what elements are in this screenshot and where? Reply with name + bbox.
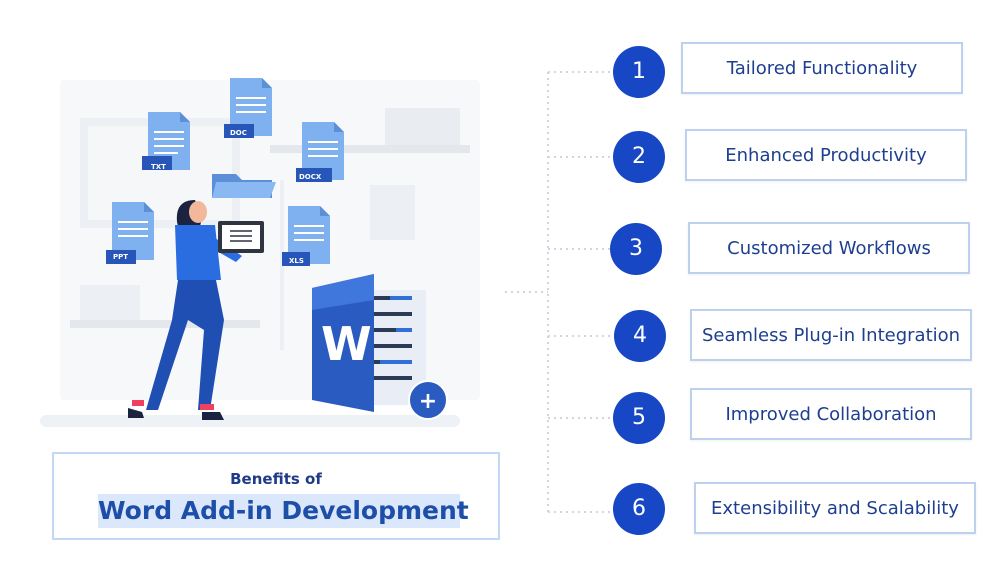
doc-label-xls: XLS (289, 257, 304, 265)
page-title: Word Add-in Development (98, 496, 469, 525)
benefit-label-2: Enhanced Productivity (725, 145, 927, 166)
benefit-box-2: Enhanced Productivity (685, 129, 967, 181)
plus-badge-icon: + (408, 380, 448, 420)
benefit-number-6: 6 (613, 483, 665, 535)
illustration-woman-documents: TXT DOC DOCX PPT XLS (60, 78, 480, 420)
benefit-label-3: Customized Workflows (727, 238, 931, 259)
doc-labels: TXT DOC DOCX PPT XLS (113, 129, 322, 265)
word-logo-icon: W (312, 274, 426, 412)
document-icons (106, 78, 344, 266)
benefit-box-5: Improved Collaboration (690, 388, 972, 440)
benefit-label-1: Tailored Functionality (726, 58, 918, 79)
doc-doc-icon (224, 78, 272, 138)
doc-txt-icon (142, 112, 190, 170)
doc-label-docx: DOCX (299, 173, 322, 181)
doc-xls-icon (282, 206, 330, 266)
benefit-number-2: 2 (613, 131, 665, 183)
doc-label-doc: DOC (230, 129, 247, 137)
benefit-label-4: Seamless Plug-in Integration (701, 325, 961, 346)
title-small: Benefits of (230, 470, 322, 488)
benefit-box-6: Extensibility and Scalability (694, 482, 976, 534)
benefit-label-5: Improved Collaboration (725, 404, 937, 425)
doc-ppt-icon (106, 202, 154, 264)
title-highlight: Word Add-in Development (98, 494, 469, 528)
title-box: Benefits of Word Add-in Development (52, 452, 500, 540)
woman-figure (128, 200, 264, 420)
benefit-number-3: 3 (610, 223, 662, 275)
doc-label-txt: TXT (151, 163, 166, 171)
plus-symbol: + (419, 389, 437, 414)
benefit-box-1: Tailored Functionality (681, 42, 963, 94)
benefit-number-5: 5 (613, 392, 665, 444)
folder-icon (212, 174, 276, 198)
benefit-box-4: Seamless Plug-in Integration (690, 309, 972, 361)
benefit-label-6: Extensibility and Scalability (711, 498, 959, 519)
benefit-box-3: Customized Workflows (688, 222, 970, 274)
benefit-number-1: 1 (613, 46, 665, 98)
benefit-number-4: 4 (614, 310, 666, 362)
floor-shadow (40, 415, 460, 427)
word-letter: W (321, 317, 372, 371)
doc-label-ppt: PPT (113, 253, 128, 261)
doc-docx-icon (296, 122, 344, 182)
